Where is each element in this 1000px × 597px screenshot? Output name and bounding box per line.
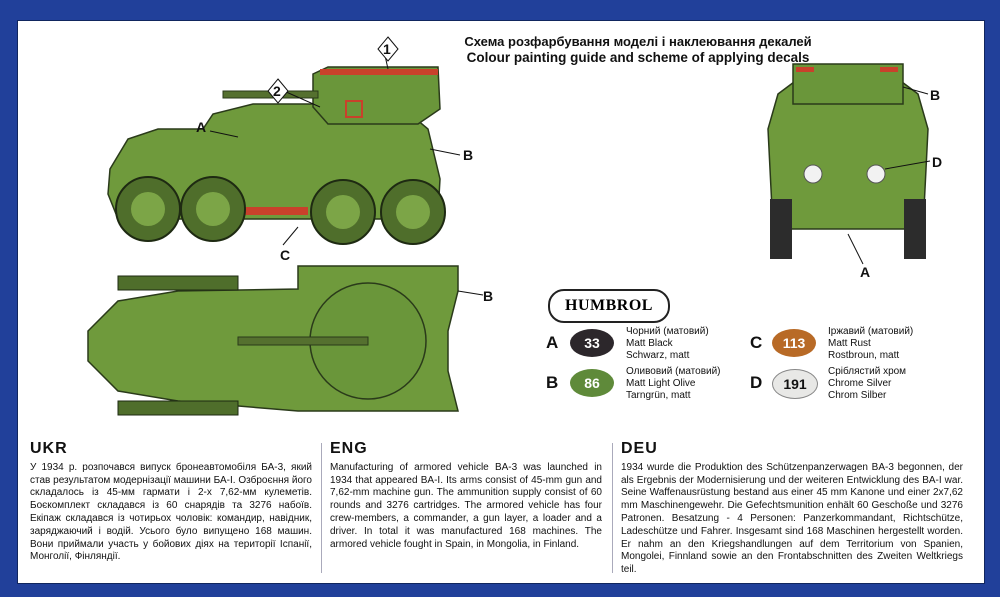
heading-ukr: Схема розфарбування моделі і наклеювання… <box>464 34 812 49</box>
callout-b-top: B <box>483 288 493 304</box>
paint-letter: C <box>750 333 763 352</box>
paint-letter: D <box>750 373 763 392</box>
section-title-deu: DEU <box>621 440 658 457</box>
paint-letter: A <box>546 333 559 352</box>
callout-d-front: D <box>932 154 942 170</box>
section-divider <box>612 443 613 573</box>
top-view-drawing: B <box>87 265 493 416</box>
callout-b-side: B <box>463 147 473 163</box>
paint-d: D 191 Сріблястий хром Chrome Silver Chro… <box>750 366 960 406</box>
paint-letter: B <box>546 373 559 392</box>
paint-name-deu: Tarngrün, matt <box>626 390 691 401</box>
front-view-drawing: B D A <box>767 63 942 279</box>
section-divider <box>321 443 322 573</box>
paint-chip-86: 86 <box>570 369 614 397</box>
section-title-ukr: UKR <box>30 440 68 457</box>
callout-a-front: A <box>860 264 870 279</box>
paint-chip-33: 33 <box>570 329 614 357</box>
paint-name-ukr: Іржавий (матовий) <box>828 326 914 337</box>
callout-c-side: C <box>280 247 290 263</box>
paint-c: C 113 Іржавий (матовий) Matt Rust Rostbr… <box>750 326 960 366</box>
paint-b: B 86 Оливовий (матовий) Matt Light Olive… <box>546 366 746 406</box>
callout-b-front: B <box>930 87 940 103</box>
paint-name-eng: Matt Rust <box>828 338 871 349</box>
paint-name-ukr: Оливовий (матовий) <box>626 366 721 377</box>
section-eng: ENG Manufacturing of armored vehicle BA-… <box>330 440 602 551</box>
paint-name-eng: Matt Black <box>626 338 673 349</box>
paint-chip-191: 191 <box>772 369 818 399</box>
callout-2: 2 <box>273 83 281 99</box>
paint-chip-113: 113 <box>772 329 816 357</box>
section-body-ukr: У 1934 р. розпочався випуск бронеавтомоб… <box>30 461 312 563</box>
section-ukr: UKR У 1934 р. розпочався випуск бронеавт… <box>30 440 312 564</box>
paint-a: A 33 Чорний (матовий) Matt Black Schwarz… <box>546 326 746 366</box>
heading-eng: Colour painting guide and scheme of appl… <box>466 50 810 65</box>
paint-name-ukr: Сріблястий хром <box>828 366 907 377</box>
paint-name-deu: Schwarz, matt <box>626 350 690 361</box>
section-title-eng: ENG <box>330 440 368 457</box>
paint-name-deu: Rostbroun, matt <box>828 350 900 361</box>
instruction-panel: Схема розфарбування моделі і наклеювання… <box>17 20 985 584</box>
paint-name-eng: Chrome Silver <box>828 378 892 389</box>
side-view-drawing: 1 2 A B C <box>107 36 473 263</box>
callout-1: 1 <box>383 41 391 57</box>
section-body-deu: 1934 wurde die Produktion des Schützenpa… <box>621 461 963 576</box>
paint-name-eng: Matt Light Olive <box>626 378 696 389</box>
section-body-eng: Manufacturing of armored vehicle BA-3 wa… <box>330 461 602 550</box>
humbrol-badge: HUMBROL <box>548 289 670 323</box>
section-deu: DEU 1934 wurde die Produktion des Schütz… <box>621 440 963 577</box>
paint-name-ukr: Чорний (матовий) <box>626 326 709 337</box>
callout-a-side: A <box>196 119 206 135</box>
paint-name-deu: Chrom Silber <box>828 390 887 401</box>
